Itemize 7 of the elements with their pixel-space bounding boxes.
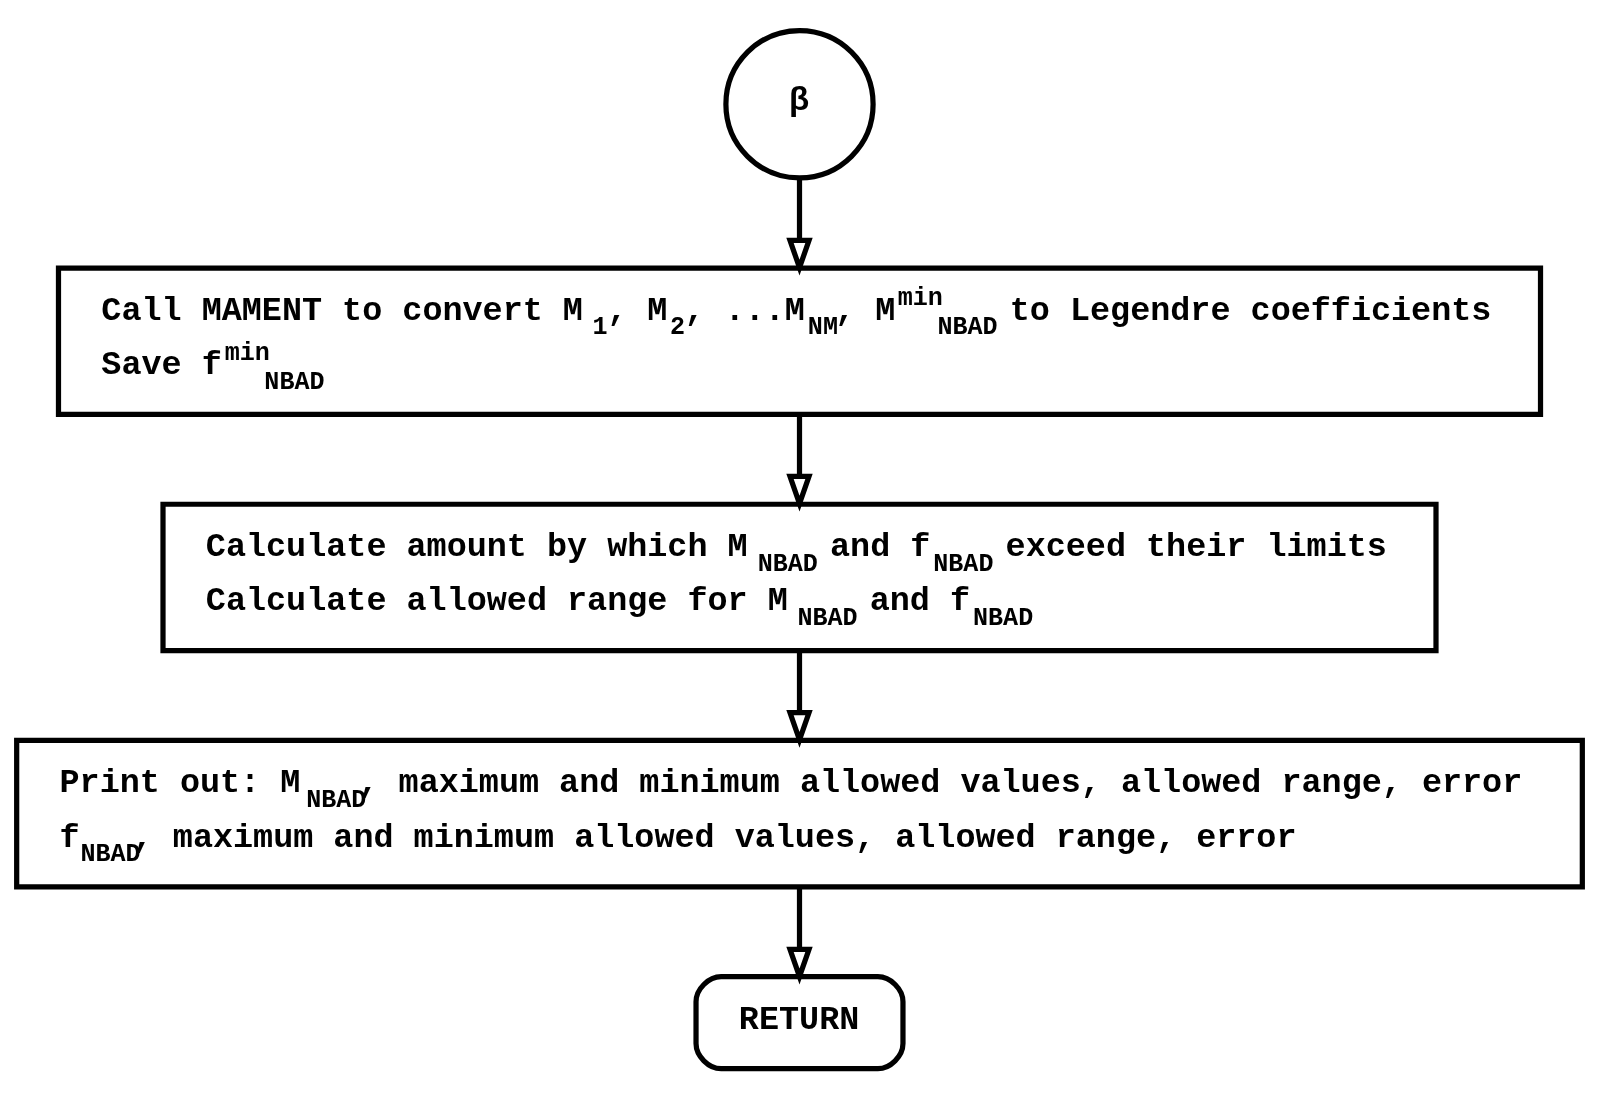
- arrow: [786, 178, 813, 275]
- arrow: [786, 414, 813, 512]
- arrow: [786, 886, 813, 984]
- arrow: [786, 650, 813, 748]
- node-box: RETURN: [693, 973, 906, 1071]
- node-circle: β: [723, 27, 876, 180]
- node-box: Calculate amount by which M$_{NBAD}$ and f$_{NBAD}$ exceed their limits Calculate allowed range for M$_{NBAD}$ and f$_{NBAD}$: [160, 501, 1439, 653]
